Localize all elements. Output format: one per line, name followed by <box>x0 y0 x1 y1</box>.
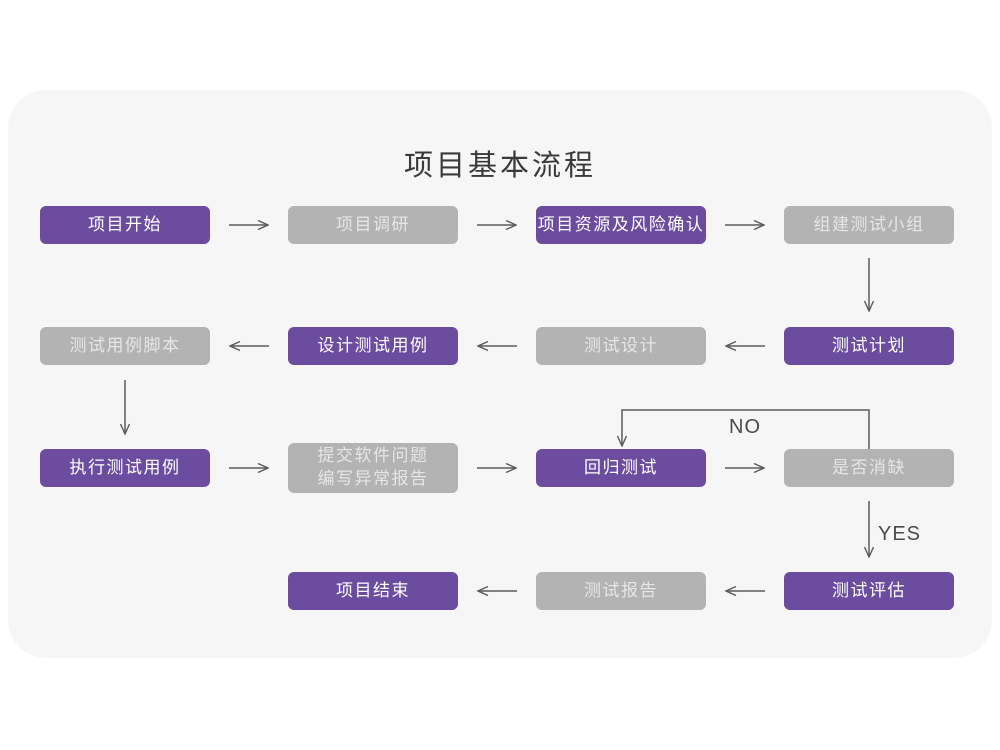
flowchart-card <box>8 90 992 658</box>
node-test-plan: 测试计划 <box>784 327 954 365</box>
node-execute-test-cases: 执行测试用例 <box>40 449 210 487</box>
node-test-evaluation: 测试评估 <box>784 572 954 610</box>
node-project-resource-risk-confirm: 项目资源及风险确认 <box>536 206 706 244</box>
node-project-research: 项目调研 <box>288 206 458 244</box>
node-project-end: 项目结束 <box>288 572 458 610</box>
node-project-start: 项目开始 <box>40 206 210 244</box>
node-defect-resolved-check: 是否消缺 <box>784 449 954 487</box>
node-test-report: 测试报告 <box>536 572 706 610</box>
page-title: 项目基本流程 <box>403 150 596 182</box>
node-form-test-team: 组建测试小组 <box>784 206 954 244</box>
node-design-test-cases: 设计测试用例 <box>288 327 458 365</box>
node-test-design: 测试设计 <box>536 327 706 365</box>
node-regression-test: 回归测试 <box>536 449 706 487</box>
node-submit-issues-report: 提交软件问题 编写异常报告 <box>288 443 458 493</box>
node-test-case-script: 测试用例脚本 <box>40 327 210 365</box>
